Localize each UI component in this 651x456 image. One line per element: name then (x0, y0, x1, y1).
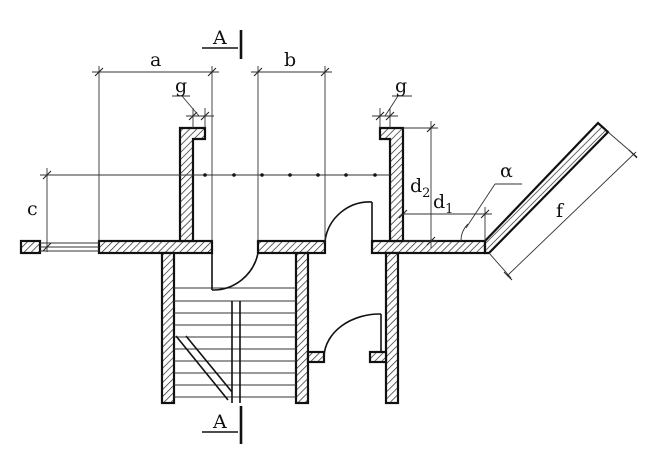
wall-stub-left (19, 239, 42, 255)
section-mark-bottom (202, 406, 243, 444)
label-dim-a: a (150, 49, 161, 71)
angle-alpha (460, 183, 522, 242)
label-dim-f: f (556, 200, 565, 222)
label-dim-d2: d2 (410, 175, 430, 201)
wall-slab-left (97, 239, 214, 255)
dimension-g-right (372, 95, 412, 128)
dimension-b (251, 66, 332, 241)
label-dim-d1-subscript: 1 (445, 202, 453, 217)
railing-wire (193, 173, 390, 177)
door-lower (323, 313, 382, 357)
dimension-d2 (403, 121, 438, 248)
label-dim-d2-main: d (410, 175, 422, 197)
label-dim-d1: d1 (433, 191, 453, 217)
wall-inclined (483, 121, 610, 255)
label-section-bottom: A (212, 411, 227, 433)
walls (19, 121, 610, 405)
stair (174, 287, 296, 403)
dimension-d1 (398, 207, 492, 241)
label-dim-d1-main: d (433, 191, 445, 213)
label-dim-b: b (284, 49, 296, 71)
dimension-a (92, 66, 219, 241)
wall-upright-left (178, 126, 207, 243)
door-left (211, 252, 259, 291)
wall-slab-middle (256, 239, 327, 255)
door-middle (324, 201, 373, 242)
wall-lower-2 (294, 251, 310, 405)
wall-upright-right (378, 126, 405, 243)
label-dim-g-left: g (175, 75, 187, 97)
dimension-c (40, 168, 193, 252)
dimension-g-left (172, 95, 214, 128)
label-angle-alpha: α (500, 160, 513, 182)
label-dim-c: c (27, 198, 38, 220)
wall-lower-3 (384, 251, 400, 405)
dimension-f (488, 131, 638, 281)
label-dim-g-right: g (395, 75, 407, 97)
wall-stub-door-right (368, 350, 388, 364)
wall-stub-door-left (306, 350, 326, 364)
wall-lower-1 (160, 251, 176, 405)
label-section-top: A (212, 27, 227, 49)
section-mark-top (202, 30, 243, 59)
label-dim-d2-subscript: 2 (422, 186, 430, 201)
